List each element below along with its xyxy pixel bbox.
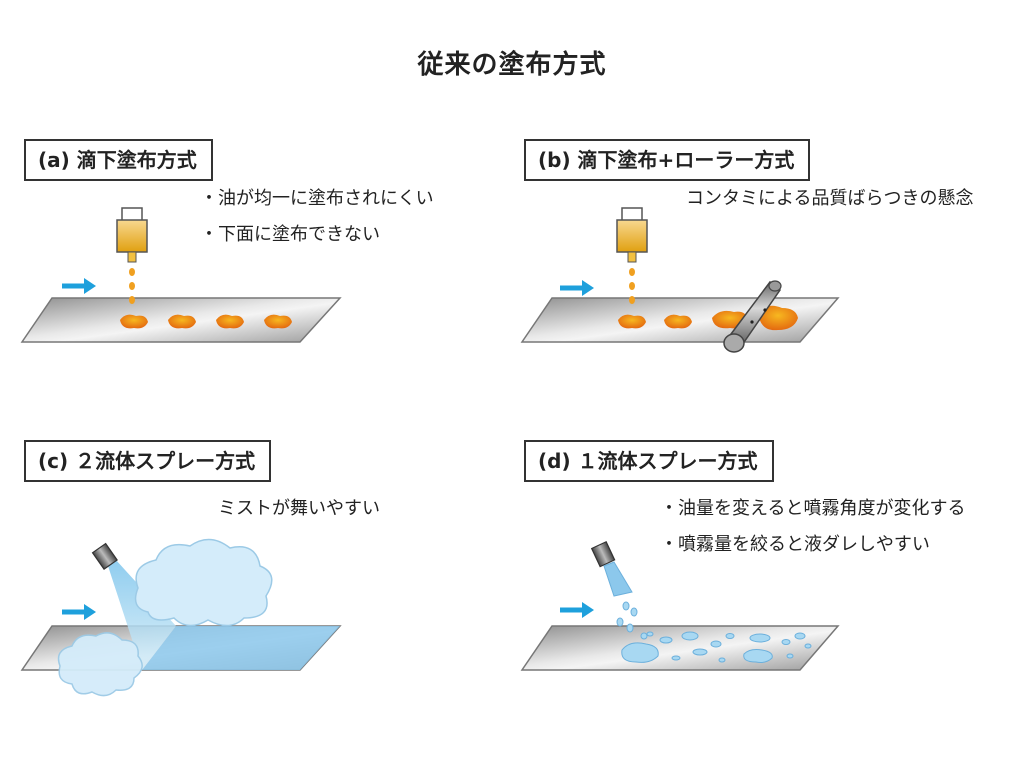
coated-film: [142, 626, 340, 670]
panel-a-note-1: ・油が均一に塗布されにくい: [200, 188, 434, 209]
spray-nozzle-icon: [91, 542, 118, 570]
panel-d-note-1: ・油量を変えると噴霧角度が変化する: [660, 498, 966, 519]
panel-c-illustration: [20, 538, 342, 697]
oil-dropper-icon: [116, 207, 148, 263]
steel-plate: [520, 625, 840, 671]
panel-d-label: (d) １流体スプレー方式: [524, 440, 774, 482]
panel-b-label: (b) 滴下塗布+ローラー方式: [524, 139, 811, 181]
flow-arrow-head: [582, 602, 594, 618]
mist-cloud-icon: [57, 632, 143, 697]
panel-a-label: (a) 滴下塗布方式: [24, 139, 213, 181]
liquid-drops: [616, 601, 648, 640]
panel-a-note-2: ・下面に塗布できない: [200, 224, 380, 245]
panel-d-note-2: ・噴霧量を絞ると液ダレしやすい: [660, 534, 930, 555]
panel-a-illustration: [20, 207, 342, 343]
liquid-puddles: [621, 631, 812, 663]
panel-b-note-1: コンタミによる品質ばらつきの懸念: [686, 188, 974, 209]
flow-arrow-head: [84, 278, 96, 294]
oil-drops: [129, 268, 135, 304]
mist-cloud-icon: [134, 538, 273, 627]
panel-d-illustration: [520, 540, 840, 671]
flow-arrow-head: [582, 280, 594, 296]
roller-icon: [723, 280, 782, 353]
oil-spots: [120, 314, 292, 329]
spray-cone: [603, 561, 633, 597]
panel-c-note-1: ミストが舞いやすい: [218, 498, 380, 519]
spray-cone: [108, 560, 176, 670]
spray-nozzle-icon: [590, 540, 616, 568]
panel-b-illustration: [520, 207, 840, 353]
panel-c-label: (c) ２流体スプレー方式: [24, 440, 272, 482]
flow-arrow-head: [84, 604, 96, 620]
oil-spots: [618, 305, 798, 331]
page-title: 従来の塗布方式: [417, 50, 607, 80]
oil-drops: [629, 268, 635, 304]
oil-dropper-icon: [616, 207, 648, 263]
